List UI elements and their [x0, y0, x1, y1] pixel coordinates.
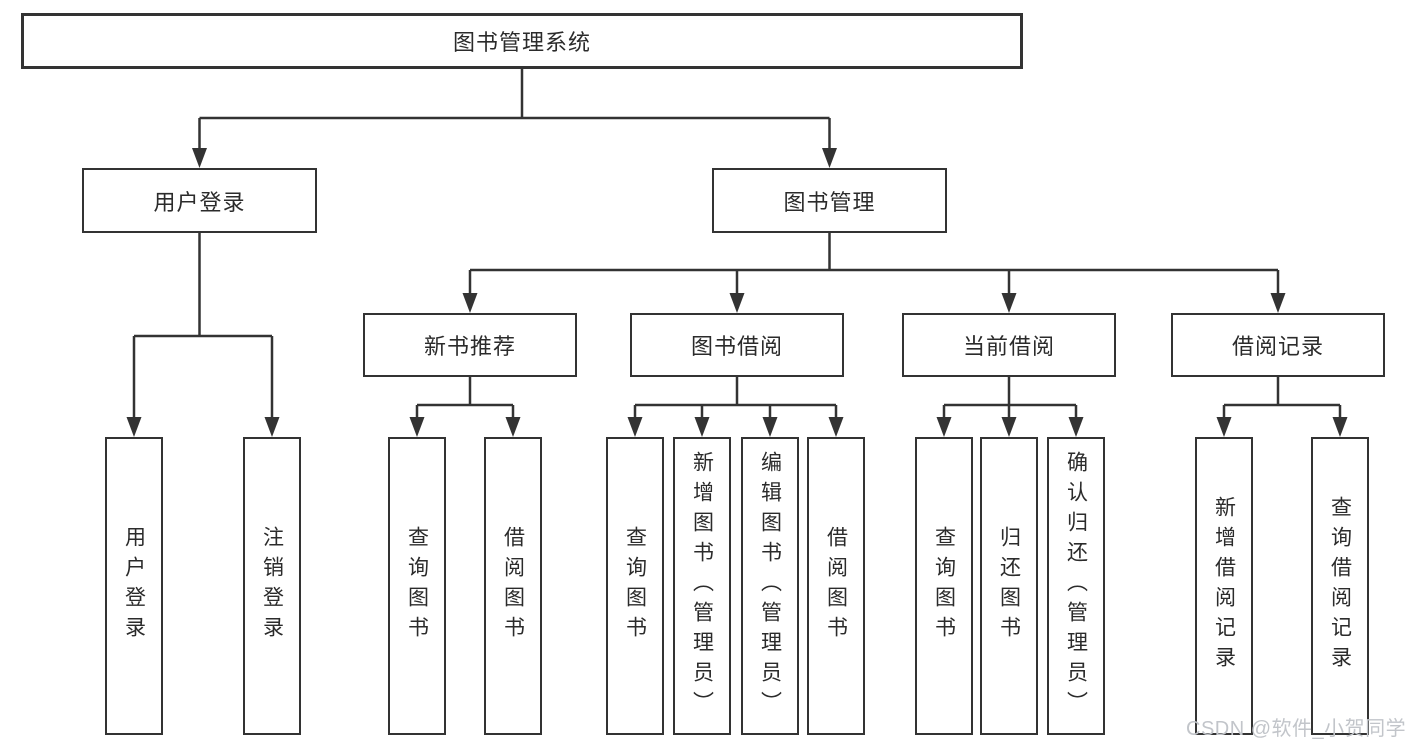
- leaf-query-borrow-record: 查询借阅记录: [1311, 437, 1369, 735]
- arrow-down-icon: [627, 417, 643, 437]
- node-user-login: 用户登录: [82, 168, 317, 233]
- connector-borrow-records-to-leaves: [1222, 377, 1342, 421]
- leaf-label: 确认归还（管理员）: [1064, 451, 1088, 721]
- arrow-down-icon: [822, 148, 837, 168]
- leaf-label: 新增借阅记录: [1212, 496, 1236, 676]
- arrow-down-icon: [1332, 417, 1348, 437]
- connector-new-book-recommend-to-leaves: [415, 377, 515, 421]
- leaf-query-books-3: 查询图书: [915, 437, 973, 735]
- arrow-down-icon: [1270, 293, 1286, 313]
- arrow-down-icon: [1001, 293, 1017, 313]
- leaf-label: 查询图书: [405, 526, 429, 646]
- node-new-book-recommend-label: 新书推荐: [423, 334, 516, 359]
- arrow-down-icon: [1001, 417, 1017, 437]
- leaf-query-books-2: 查询图书: [606, 437, 664, 735]
- arrow-down-icon: [936, 417, 952, 437]
- connector-root-to-level2: [198, 69, 831, 152]
- arrow-down-icon: [828, 417, 844, 437]
- leaf-label: 查询借阅记录: [1328, 496, 1352, 676]
- arrow-down-icon: [409, 417, 425, 437]
- connector-user-login-to-leaves: [132, 233, 274, 421]
- arrow-down-icon: [729, 293, 745, 313]
- leaf-logout: 注销登录: [243, 437, 301, 735]
- leaf-label: 归还图书: [997, 526, 1021, 646]
- connector-book-management-to-level3: [468, 233, 1280, 297]
- leaf-query-books-1: 查询图书: [388, 437, 446, 735]
- node-book-management: 图书管理: [712, 168, 947, 233]
- leaf-return-books: 归还图书: [980, 437, 1038, 735]
- connector-book-borrow-to-leaves: [633, 377, 838, 421]
- arrow-down-icon: [462, 293, 478, 313]
- leaf-label: 查询图书: [932, 526, 956, 646]
- leaf-label: 用户登录: [122, 526, 146, 646]
- leaf-label: 借阅图书: [501, 526, 525, 646]
- leaf-label: 编辑图书（管理员）: [758, 451, 782, 721]
- node-book-management-label: 图书管理: [783, 189, 876, 215]
- node-user-login-label: 用户登录: [153, 189, 246, 215]
- leaf-add-books-admin: 新增图书（管理员）: [673, 437, 731, 735]
- node-current-borrow-label: 当前借阅: [962, 334, 1055, 359]
- node-book-borrow-label: 图书借阅: [690, 334, 783, 359]
- leaf-confirm-return-admin: 确认归还（管理员）: [1047, 437, 1105, 735]
- leaf-edit-books-admin: 编辑图书（管理员）: [741, 437, 799, 735]
- arrow-down-icon: [126, 417, 142, 437]
- arrow-down-icon: [505, 417, 521, 437]
- node-root: 图书管理系统: [21, 13, 1023, 69]
- leaf-borrow-books-1: 借阅图书: [484, 437, 542, 735]
- node-new-book-recommend: 新书推荐: [363, 313, 577, 377]
- connector-current-borrow-to-leaves: [942, 377, 1078, 421]
- leaf-label: 注销登录: [260, 526, 284, 646]
- leaf-label: 借阅图书: [824, 526, 848, 646]
- leaf-label: 新增图书（管理员）: [690, 451, 714, 721]
- node-book-borrow: 图书借阅: [630, 313, 844, 377]
- node-borrow-records-label: 借阅记录: [1231, 334, 1324, 359]
- arrow-down-icon: [1068, 417, 1084, 437]
- leaf-user-login: 用户登录: [105, 437, 163, 735]
- leaf-borrow-books-2: 借阅图书: [807, 437, 865, 735]
- node-borrow-records: 借阅记录: [1171, 313, 1385, 377]
- csdn-watermark: CSDN @软件_小贺同学: [1186, 718, 1405, 740]
- leaf-label: 查询图书: [623, 526, 647, 646]
- arrow-down-icon: [694, 417, 710, 437]
- node-root-label: 图书管理系统: [452, 30, 591, 55]
- arrow-down-icon: [264, 417, 280, 437]
- arrow-down-icon: [192, 148, 207, 168]
- arrow-down-icon: [762, 417, 778, 437]
- arrow-down-icon: [1216, 417, 1232, 437]
- node-current-borrow: 当前借阅: [902, 313, 1116, 377]
- leaf-add-borrow-record: 新增借阅记录: [1195, 437, 1253, 735]
